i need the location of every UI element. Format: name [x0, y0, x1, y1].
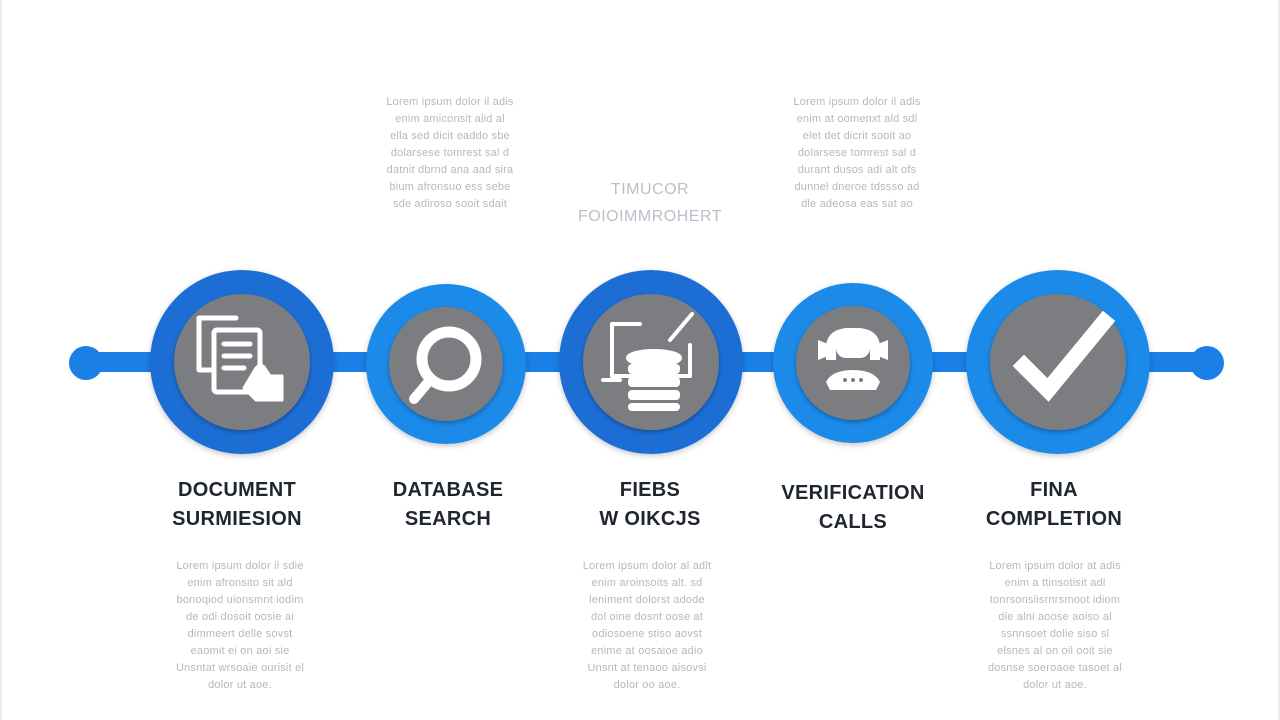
- step-title-line: W OIKCJS: [599, 508, 701, 530]
- paragraph-line: sde adiroso sooit sdait: [392, 198, 508, 210]
- center-caption: TIMUCOR FOIOIMMROHERT: [545, 176, 755, 230]
- step-title-line: COMPLETION: [985, 508, 1123, 530]
- bottom-paragraph-2: Lorem ipsum dolor al adlt enim aroinsoit…: [547, 558, 747, 694]
- step-title-line: CALLS: [818, 511, 888, 533]
- paragraph-line: ella sed dicit eaddo sbe: [390, 130, 510, 142]
- step-title-line: DOCUMENT: [178, 479, 296, 501]
- paragraph-line: dosnse soeroaoe tasoet al: [987, 662, 1123, 674]
- paragraph-line: dunnel dneroe tdssso ad: [794, 181, 920, 193]
- paragraph-line: enime at oosaioe adio: [591, 645, 703, 657]
- paragraph-line: Lorem ipsum dolor il sdie: [176, 560, 304, 572]
- step-2-title: DATABASE SEARCH: [348, 476, 548, 534]
- paragraph-line: dolor oo aoe.: [613, 679, 681, 691]
- paragraph-line: durant dusos adi alt ofs: [797, 164, 917, 176]
- step-5-title: FINA COMPLETION: [954, 476, 1154, 534]
- step-title-line: VERIFICATION: [781, 482, 925, 504]
- step-1-node: [150, 270, 334, 454]
- paragraph-line: dle adeosa eas sat ao: [801, 198, 913, 210]
- document-hand-icon: [196, 315, 284, 402]
- checkmark-icon: [1012, 310, 1116, 402]
- paragraph-line: datnit dbrnd ana aad sira: [386, 164, 514, 176]
- paragraph-line: enim at oomenxt ald sdl: [796, 113, 918, 125]
- paragraph-line: Lorem ipsum dolor at adis: [989, 560, 1121, 572]
- paragraph-line: bonoqiod uionsmnt iodim: [176, 594, 304, 606]
- paragraph-line: enim aroinsoits alt. sd: [591, 577, 703, 589]
- caption-line: FOIOIMMROHERT: [578, 208, 722, 225]
- bottom-paragraph-3: Lorem ipsum dolor at adis enim a ttinsot…: [955, 558, 1155, 694]
- paragraph-line: ssnnsoet dolie siso sl: [1000, 628, 1110, 640]
- frame-left-edge: [0, 0, 2, 720]
- caption-line: TIMUCOR: [610, 181, 690, 198]
- timeline-start-node: [69, 346, 103, 380]
- step-5-node: [966, 270, 1150, 454]
- step-3-node: [559, 270, 743, 454]
- paragraph-line: Unsnt at tenaoo aisovsi: [587, 662, 707, 674]
- paragraph-line: die alni aoose aoiso al: [998, 611, 1112, 623]
- step-4-node: [773, 283, 933, 443]
- paragraph-line: eaomit ei on aoi sie: [190, 645, 290, 657]
- magnifier-icon: [409, 326, 482, 404]
- step-title-line: SEARCH: [404, 508, 492, 530]
- paragraph-line: elsnes al on oil ooit sie: [997, 645, 1113, 657]
- top-paragraph-1: Lorem ipsum dolor il adis enim amiconsit…: [350, 94, 550, 213]
- step-2-node: [366, 284, 526, 444]
- paragraph-line: bium afronsuo ess sebe: [389, 181, 511, 193]
- paragraph-line: enim afronsito sit ald: [187, 577, 293, 589]
- step-title-line: FINA: [1030, 479, 1078, 501]
- paragraph-line: dolarsese tomrest sal d: [797, 147, 917, 159]
- paragraph-line: dolor ut aoe.: [208, 679, 272, 691]
- top-paragraph-2: Lorem ipsum dolor il adis enim at oomenx…: [757, 94, 957, 213]
- database-monitor-icon: [601, 312, 694, 411]
- paragraph-line: de odi dosoit oosie ai: [186, 611, 294, 623]
- paragraph-line: enim a ttinsotisit adl: [1004, 577, 1106, 589]
- paragraph-line: dol oine dosnt oose at: [590, 611, 704, 623]
- paragraph-line: enim amiconsit alid al: [395, 113, 505, 125]
- step-3-title: FIEBS W OIKCJS: [550, 476, 750, 534]
- timeline-end-node: [1190, 346, 1224, 380]
- step-title-line: SURMIESION: [172, 508, 302, 530]
- paragraph-line: elet det dicrit sooit ao: [802, 130, 912, 142]
- paragraph-line: odiosoene stiso aovst: [592, 628, 702, 640]
- paragraph-line: dimmeert delle sovst: [187, 628, 293, 640]
- paragraph-line: Lorem ipsum dolor il adis: [793, 96, 921, 108]
- paragraph-line: Lorem ipsum dolor al adlt: [582, 560, 712, 572]
- paragraph-line: Unsntat wrsoaie ourisit el: [175, 662, 305, 674]
- phone-call-icon: [818, 328, 888, 390]
- step-1-title: DOCUMENT SURMIESION: [132, 476, 342, 534]
- paragraph-line: leniment dolorst adode: [589, 594, 705, 606]
- step-title-line: FIEBS: [619, 479, 681, 501]
- frame-right-edge: [1278, 0, 1280, 720]
- paragraph-line: dolor ut aoe.: [1023, 679, 1087, 691]
- paragraph-line: Lorem ipsum dolor il adis: [386, 96, 514, 108]
- step-title-line: DATABASE: [392, 479, 504, 501]
- paragraph-line: tonrsonslisrnrsmoot idiom: [989, 594, 1121, 606]
- paragraph-line: dolarsese tomrest sal d: [390, 147, 510, 159]
- step-4-title: VERIFICATION CALLS: [748, 479, 958, 537]
- bottom-paragraph-1: Lorem ipsum dolor il sdie enim afronsito…: [140, 558, 340, 694]
